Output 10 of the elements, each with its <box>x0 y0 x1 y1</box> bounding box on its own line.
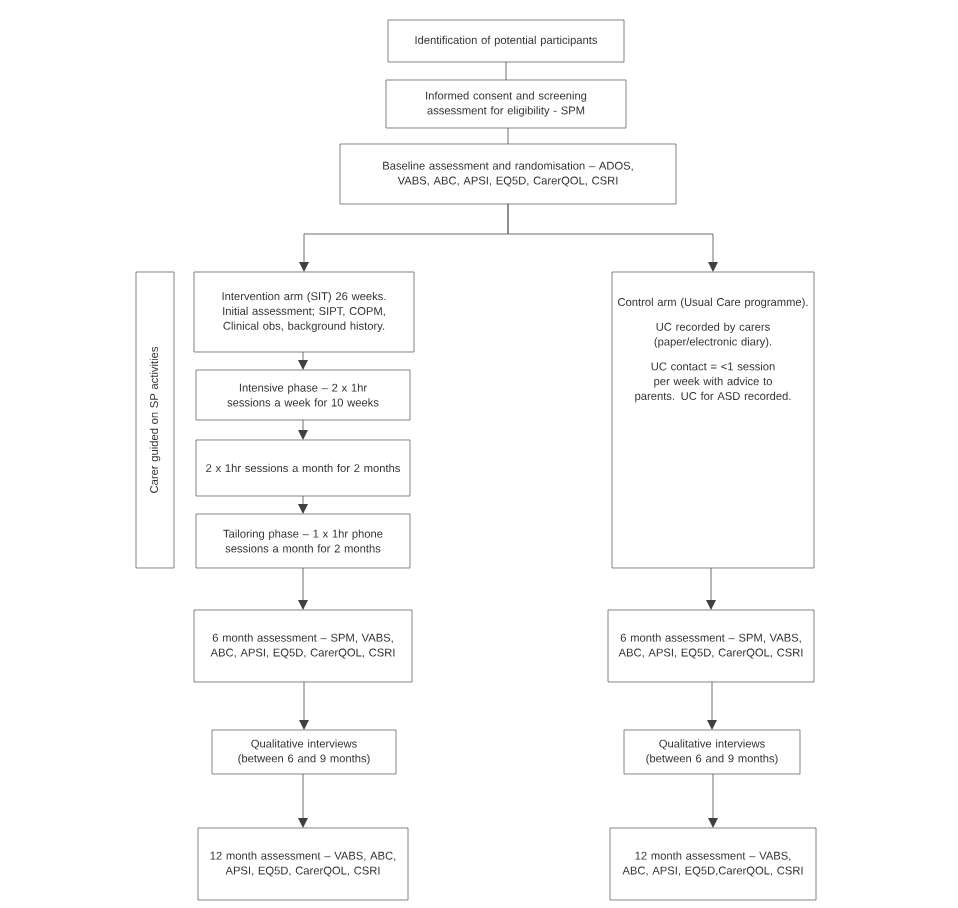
arrow <box>708 773 718 828</box>
arrow <box>298 419 308 440</box>
arrow <box>298 351 308 370</box>
arrow <box>507 203 718 272</box>
arrow <box>298 495 308 514</box>
arrow <box>298 773 308 828</box>
arrow <box>707 681 717 730</box>
arrow <box>299 681 309 730</box>
arrow <box>298 567 308 610</box>
arrow <box>706 567 716 610</box>
